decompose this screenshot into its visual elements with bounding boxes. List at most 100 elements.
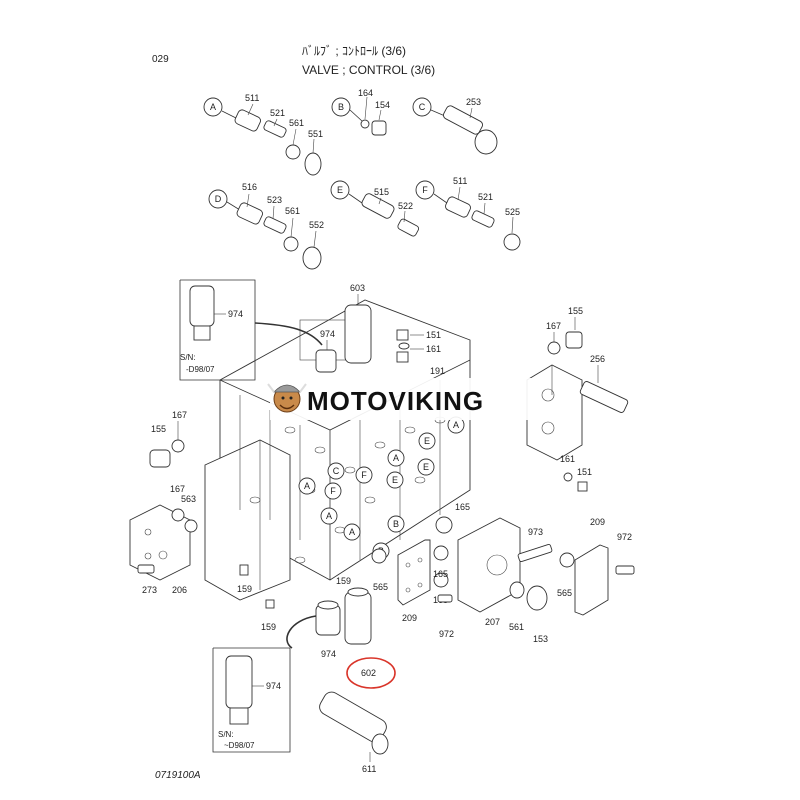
- part-256: 256: [590, 354, 605, 364]
- group-c-letter: C: [419, 102, 426, 112]
- group-a-marker: [203, 97, 223, 117]
- part-611: 611: [362, 764, 376, 774]
- group-f-letter: F: [422, 185, 428, 195]
- control-valve-body: A E A E E F C A F A B A B: [204, 299, 471, 601]
- part-191: 191: [430, 366, 445, 376]
- body-port-b1: B: [393, 519, 399, 529]
- part-603: 603: [350, 283, 365, 293]
- part-209-b: 209: [590, 517, 605, 527]
- part-161-right: 161: [560, 454, 575, 464]
- inset-bottom-974: 974: [266, 681, 281, 691]
- right-cover-assembly: 256 167 155 161 151: [526, 306, 629, 492]
- part-552: 552: [309, 220, 324, 230]
- group-c-marker: [412, 97, 432, 117]
- part-209-shape-a: [397, 539, 431, 606]
- part-521: 521: [270, 108, 285, 118]
- part-565-b: 565: [557, 588, 572, 598]
- part-611-assembly: 611: [319, 691, 389, 774]
- body-port-a5: A: [349, 527, 355, 537]
- part-159-b: 159: [261, 622, 276, 632]
- group-b: B 164 154: [331, 88, 390, 136]
- group-c: C 253: [412, 97, 498, 155]
- part-525: 525: [505, 207, 520, 217]
- group-b-marker: [331, 97, 351, 117]
- part-209-shape-b: [574, 544, 609, 616]
- part-155-left: 155: [151, 424, 166, 434]
- inset-bottom: 974 S/N: ~D98/07: [212, 647, 291, 753]
- part-164: 164: [358, 88, 373, 98]
- inset-top-974: 974: [228, 309, 243, 319]
- part-207-shape: [457, 517, 521, 613]
- part-511-f: 511: [453, 176, 467, 186]
- part-165-b: 165: [433, 569, 448, 579]
- part-206-shape: [129, 504, 191, 581]
- part-151-right: 151: [577, 467, 592, 477]
- bottom-cartridges: 974 602: [286, 587, 396, 689]
- body-port-e2: E: [423, 462, 429, 472]
- part-561-d: 561: [285, 206, 300, 216]
- o-ring-shape: [285, 144, 301, 160]
- brand-watermark: MOTOVIKING: [267, 378, 535, 420]
- viking-mascot-icon: [267, 383, 307, 413]
- part-973: 973: [528, 527, 543, 537]
- part-151-top: 151: [426, 330, 441, 340]
- part-561: 561: [509, 622, 524, 632]
- part-153: 153: [533, 634, 548, 644]
- part-521-f: 521: [478, 192, 493, 202]
- part-167-left: 167: [172, 410, 187, 420]
- part-565-a: 565: [373, 582, 388, 592]
- part-603-shape: [344, 304, 372, 364]
- body-port-a1: A: [453, 420, 459, 430]
- lower-right-assembly: 165 565 209 165 165 972 207 973 561 153 …: [371, 502, 635, 644]
- body-port-a4: A: [326, 511, 332, 521]
- body-port-f2: F: [330, 486, 336, 496]
- part-167-right: 167: [546, 321, 561, 331]
- part-516: 516: [242, 182, 257, 192]
- spool-shape: [234, 109, 261, 132]
- page-number: 029: [152, 54, 169, 65]
- part-273: 273: [142, 585, 157, 595]
- group-a-letter: A: [210, 102, 216, 112]
- group-a: A 511 521 561 551: [203, 93, 323, 176]
- body-port-f1: F: [361, 470, 367, 480]
- inset-bottom-sn: S/N:: [218, 730, 234, 739]
- body-port-c: C: [333, 466, 340, 476]
- part-159-c: 159: [336, 576, 351, 586]
- part-154: 154: [375, 100, 390, 110]
- body-port-e1: E: [424, 436, 430, 446]
- part-253: 253: [466, 97, 481, 107]
- part-165-a: 165: [455, 502, 470, 512]
- body-port-a2: A: [393, 453, 399, 463]
- part-206: 206: [172, 585, 187, 595]
- group-e: E 515 522: [330, 180, 420, 237]
- valve-body-shape: [443, 105, 483, 135]
- group-e-letter: E: [337, 185, 343, 195]
- part-602: 602: [361, 668, 376, 678]
- part-974-bottom: 974: [321, 649, 336, 659]
- part-209-a: 209: [402, 613, 417, 623]
- body-port-e3: E: [392, 475, 398, 485]
- group-f: F 511 521 525: [415, 176, 521, 251]
- part-563: 563: [181, 494, 196, 504]
- part-974-top: 974: [320, 329, 335, 339]
- part-161-top: 161: [426, 344, 441, 354]
- part-511: 511: [245, 93, 259, 103]
- part-155-right: 155: [568, 306, 583, 316]
- group-d: D 516 523 561 552: [208, 182, 324, 270]
- inset-top-sn: S/N:: [180, 353, 196, 362]
- inset-bottom-d98: ~D98/07: [224, 741, 255, 750]
- part-561: 561: [289, 118, 304, 128]
- part-551: 551: [308, 129, 323, 139]
- part-207: 207: [485, 617, 500, 627]
- part-972-a: 972: [439, 629, 454, 639]
- part-522: 522: [398, 201, 413, 211]
- group-e-marker: [330, 180, 350, 200]
- group-f-marker: [415, 180, 435, 200]
- inset-top: 974 S/N: -D98/07: [179, 279, 323, 381]
- group-d-letter: D: [215, 194, 222, 204]
- group-d-marker: [208, 189, 228, 209]
- highlight-circle-602: [346, 657, 396, 689]
- inset-top-d98: -D98/07: [186, 365, 215, 374]
